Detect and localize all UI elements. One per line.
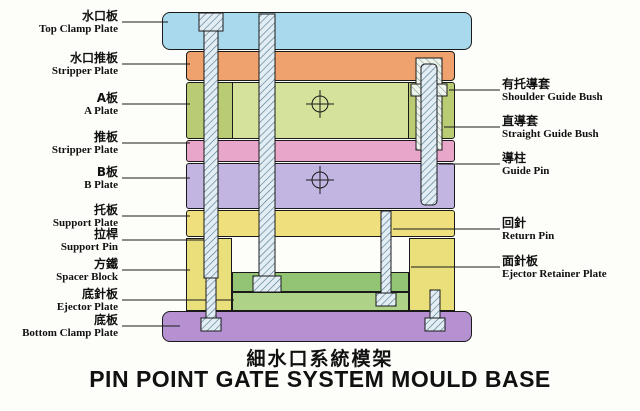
label-stripper-plate-top: 水口推板 Stripper Plate bbox=[0, 52, 118, 78]
ejector-retainer-plate bbox=[232, 272, 409, 292]
label-support-plate: 托板 Support Plate bbox=[0, 204, 118, 230]
top-clamp-plate bbox=[162, 12, 472, 50]
label-bottom-clamp-plate: 底板 Bottom Clamp Plate bbox=[0, 314, 118, 340]
b-plate bbox=[186, 163, 455, 209]
label-zh: 有托導套 bbox=[502, 77, 551, 91]
label-en: Return Pin bbox=[502, 230, 555, 242]
label-b-plate: B板 B Plate bbox=[0, 166, 118, 192]
label-return-pin: 回針 Return Pin bbox=[502, 217, 638, 243]
label-en: Stripper Plate bbox=[51, 144, 118, 156]
label-en: Guide Pin bbox=[502, 165, 550, 177]
label-top-clamp-plate: 水口板 Top Clamp Plate bbox=[0, 10, 118, 36]
label-en: Support Pin bbox=[60, 241, 118, 253]
label-en: Support Plate bbox=[52, 217, 118, 229]
spacer-block-left bbox=[186, 238, 232, 311]
label-en: Stripper Plate bbox=[51, 65, 118, 77]
label-a-plate: A板 A Plate bbox=[0, 92, 118, 118]
a-plate-cavity-insert bbox=[232, 82, 409, 139]
label-guide-pin: 導柱 Guide Pin bbox=[502, 152, 638, 178]
label-ejector-plate: 底針板 Ejector Plate bbox=[0, 288, 118, 314]
label-en: Straight Guide Bush bbox=[502, 128, 599, 140]
label-ejector-retainer-plate: 面針板 Ejector Retainer Plate bbox=[502, 255, 638, 281]
diagram-title-english: PIN POINT GATE SYSTEM MOULD BASE bbox=[89, 366, 551, 392]
label-zh: 回針 bbox=[502, 216, 527, 230]
stripper-plate-mid bbox=[186, 140, 455, 162]
support-plate bbox=[186, 210, 455, 237]
stripper-plate-top bbox=[186, 51, 455, 81]
label-en: Spacer Block bbox=[56, 271, 118, 283]
label-zh: 推板 bbox=[93, 130, 118, 144]
label-zh: 直導套 bbox=[502, 114, 539, 128]
label-support-pin: 拉桿 Support Pin bbox=[0, 228, 118, 254]
label-en: A Plate bbox=[84, 105, 118, 117]
ejector-plate bbox=[232, 292, 409, 311]
label-zh: A板 bbox=[96, 91, 118, 105]
diagram-title-chinese: 細水口系統模架 bbox=[246, 348, 394, 370]
label-zh: 底板 bbox=[93, 313, 118, 327]
label-zh: 方鐵 bbox=[93, 257, 118, 271]
label-en: Shoulder Guide Bush bbox=[502, 91, 603, 103]
label-en: Bottom Clamp Plate bbox=[22, 327, 118, 339]
label-shoulder-guide-bush: 有托導套 Shoulder Guide Bush bbox=[502, 78, 638, 104]
label-zh: 底針板 bbox=[81, 287, 118, 301]
label-zh: 面針板 bbox=[502, 254, 539, 268]
label-zh: 拉桿 bbox=[93, 227, 118, 241]
label-en: B Plate bbox=[84, 179, 118, 191]
label-spacer-block: 方鐵 Spacer Block bbox=[0, 258, 118, 284]
label-en: Top Clamp Plate bbox=[38, 23, 118, 35]
bottom-clamp-plate bbox=[162, 311, 472, 342]
label-straight-guide-bush: 直導套 Straight Guide Bush bbox=[502, 115, 638, 141]
label-zh: 導柱 bbox=[502, 151, 527, 165]
label-zh: 水口板 bbox=[81, 9, 118, 23]
label-en: Ejector Plate bbox=[56, 301, 118, 313]
label-stripper-plate-mid: 推板 Stripper Plate bbox=[0, 131, 118, 157]
spacer-block-right bbox=[409, 238, 455, 311]
label-en: Ejector Retainer Plate bbox=[502, 268, 607, 280]
label-zh: B板 bbox=[96, 165, 118, 179]
label-zh: 水口推板 bbox=[69, 51, 118, 65]
label-zh: 托板 bbox=[93, 203, 118, 217]
